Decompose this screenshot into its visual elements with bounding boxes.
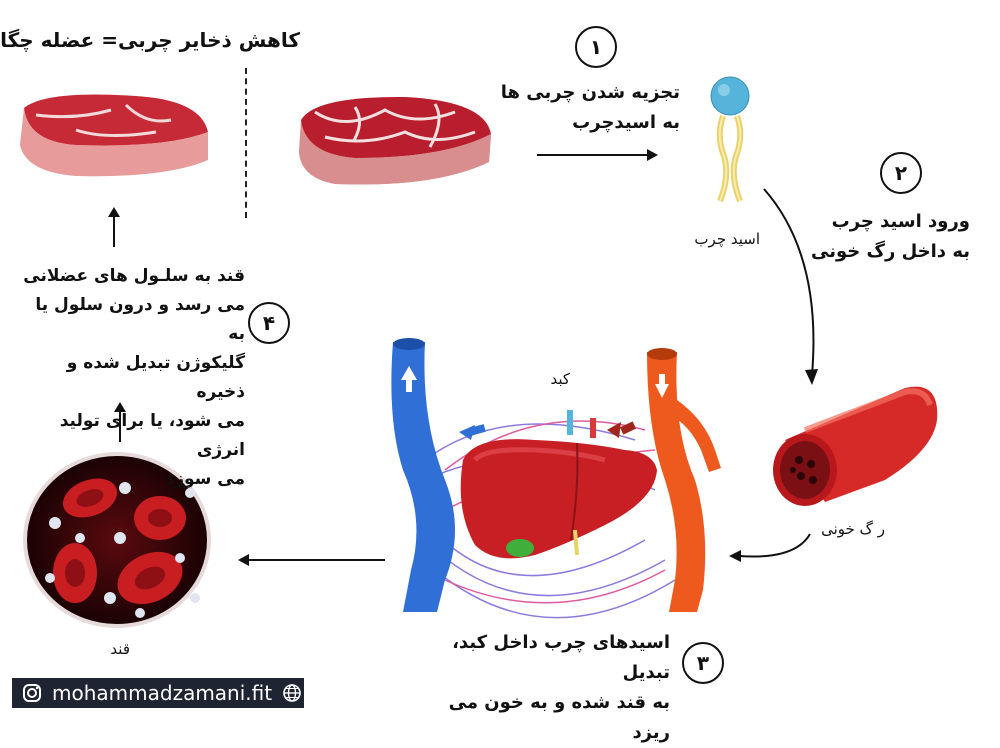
step-2-badge: ۲: [880, 152, 922, 194]
step-2-text: ورود اسید چرب به داخل رگ خونی: [790, 207, 970, 267]
step-1-text: تجزیه شدن چربی ها به اسیدچرب: [470, 78, 680, 138]
step-4-line-3: گلیکوژن تبدیل شده و ذخیره: [66, 353, 245, 402]
globe-icon: [283, 684, 301, 702]
curved-arrow-to-liver: [729, 533, 811, 562]
step-4-line-1: قند به سلـول های عضلانی: [23, 266, 245, 286]
lean-meat-image: [20, 94, 208, 177]
instagram-icon: [23, 684, 41, 702]
fatty-acid-label: اسید چرب: [694, 230, 760, 248]
step-4-line-5: می سوزد: [165, 469, 245, 489]
step-3-text: اسیدهای چرب داخل کبد، تبدیل به قند شده و…: [405, 628, 670, 748]
step-2-line-2: به داخل رگ خونی: [811, 241, 970, 262]
arrow-to-fatty-acid: [537, 149, 658, 161]
liver-label: کبد: [550, 370, 570, 388]
step-4-line-2: می رسد و درون سلول یا به: [35, 295, 245, 344]
step-1-badge: ۱: [575, 26, 617, 68]
footer-bar: mohammadzamani.fit: [12, 678, 304, 708]
step-3-line-2: به قند شده و به خون می ریزد: [448, 692, 670, 743]
header-title: کاهش ذخایر چربی= عضله چگال تر: [0, 28, 300, 52]
liver-illustration: [391, 338, 721, 619]
blood-vessel-label: ر گ خونی: [821, 520, 885, 538]
step-3-badge: ۳: [682, 642, 724, 684]
divider: [245, 68, 247, 218]
sugar-label: قند: [110, 640, 130, 658]
sugar-blood-image: [23, 452, 211, 628]
arrow-up-to-step-4: [114, 402, 126, 442]
fatty-acid-molecule: [710, 76, 750, 203]
step-4-text: قند به سلـول های عضلانی می رسد و درون سل…: [15, 262, 245, 494]
arrow-to-sugar: [238, 554, 385, 566]
step-1-line-1: تجزیه شدن چربی ها: [500, 82, 680, 103]
fatty-meat-image: [299, 96, 491, 185]
footer-handle[interactable]: mohammadzamani.fit: [52, 681, 273, 705]
curved-arrow-to-vessel: [763, 188, 818, 385]
step-4-badge: ۴: [248, 302, 290, 344]
blood-vessel-image: [773, 386, 938, 506]
step-1-line-2: به اسیدچرب: [572, 112, 680, 133]
step-4-line-4: می شود، یا برای تولید انرژی: [59, 411, 245, 460]
step-2-line-1: ورود اسید چرب: [831, 211, 970, 232]
arrow-up-to-meat: [108, 207, 120, 247]
step-3-line-1: اسیدهای چرب داخل کبد، تبدیل: [452, 632, 670, 683]
